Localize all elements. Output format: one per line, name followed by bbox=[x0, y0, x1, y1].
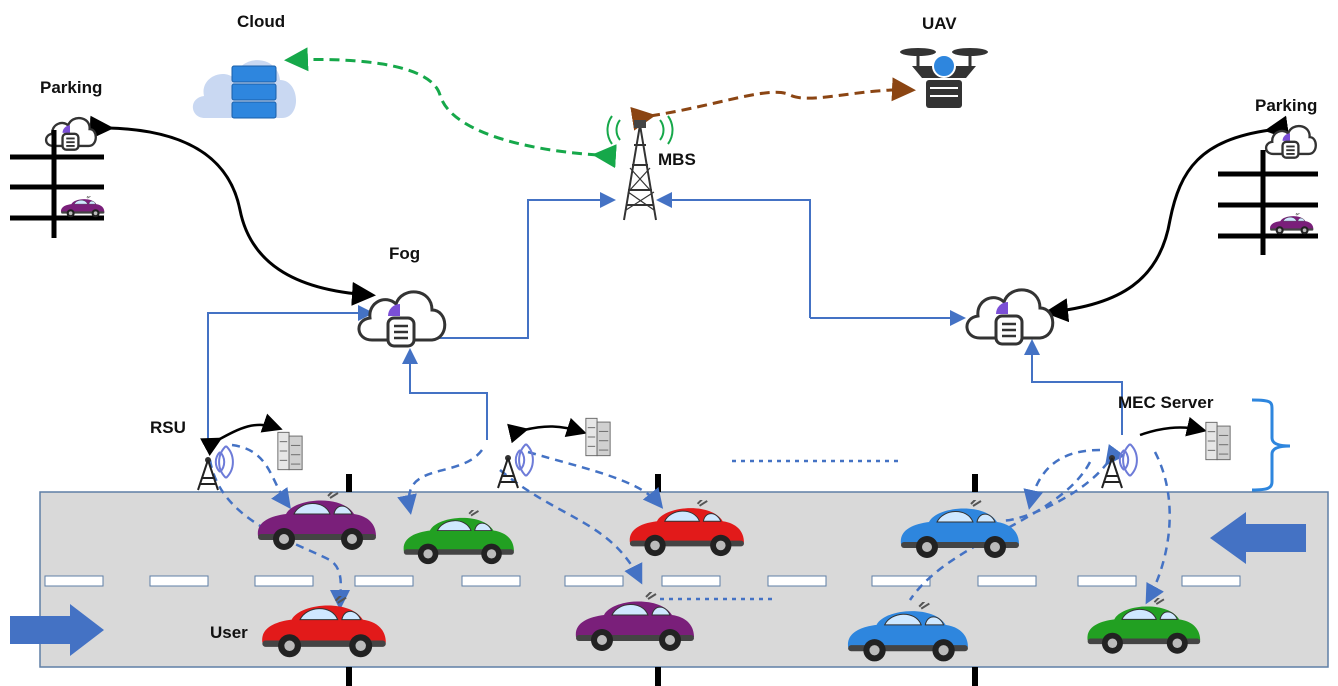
parking-icon bbox=[10, 116, 105, 238]
cloud-link bbox=[284, 47, 617, 169]
rsu-antenna-icon bbox=[1101, 443, 1138, 489]
direction-arrow-icon bbox=[1210, 512, 1306, 564]
mec-server-icon bbox=[585, 417, 611, 457]
parking-right-link bbox=[1044, 115, 1290, 323]
backhaul-links bbox=[207, 192, 1123, 445]
mbs-label: MBS bbox=[658, 150, 696, 169]
cloud-server-icon bbox=[192, 60, 297, 119]
tower-icon bbox=[606, 115, 674, 221]
parking-left-link bbox=[89, 115, 376, 306]
fog-node-icon bbox=[357, 290, 447, 348]
direction-arrow-icon bbox=[10, 604, 104, 656]
user-label: User bbox=[210, 623, 248, 642]
fog-label: Fog bbox=[389, 244, 421, 263]
rsu-server-links bbox=[200, 413, 1207, 456]
uav-link bbox=[630, 77, 916, 131]
uav-label: UAV bbox=[922, 14, 957, 33]
parking-icon bbox=[1218, 124, 1318, 255]
mec-server-icon bbox=[277, 431, 303, 471]
mec-server-label: MEC Server bbox=[1118, 393, 1214, 412]
rsu-antenna-icon bbox=[497, 443, 534, 489]
mec-server-icon bbox=[1205, 421, 1231, 461]
lane-markings bbox=[44, 575, 1241, 587]
parking-right-label: Parking bbox=[1255, 96, 1318, 115]
drone-icon bbox=[900, 48, 988, 108]
mec-bracket bbox=[1251, 398, 1291, 492]
cloud-label: Cloud bbox=[237, 12, 286, 31]
parking-left-label: Parking bbox=[40, 78, 103, 97]
v2i-links bbox=[208, 443, 1171, 610]
fog-node-icon bbox=[965, 288, 1055, 346]
rsu-antenna-icon bbox=[197, 445, 234, 491]
rsu-label: RSU bbox=[150, 418, 186, 437]
